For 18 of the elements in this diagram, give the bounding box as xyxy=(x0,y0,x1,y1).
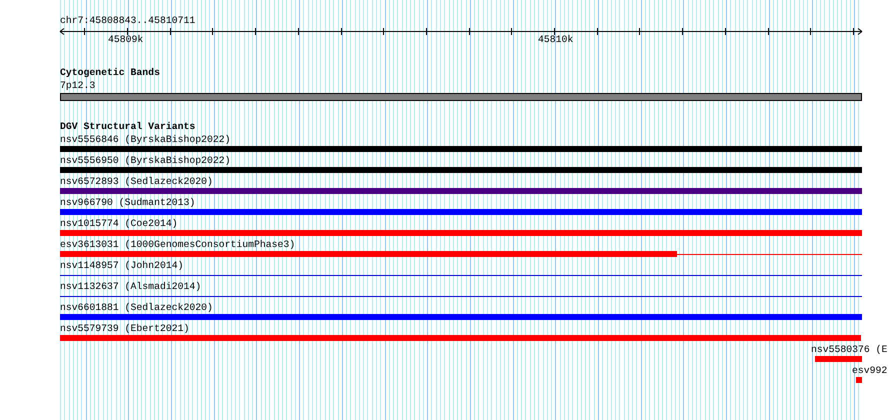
track-heading: DGV Structural Variants xyxy=(60,121,196,133)
axis-tick-label: 45810k xyxy=(538,34,574,46)
feature-label: esv992 xyxy=(852,365,888,377)
feature-label: esv3613031 (1000GenomesConsortiumPhase3) xyxy=(60,239,296,251)
feature-label: nsv5556846 (ByrskaBishop2022) xyxy=(60,134,230,146)
feature-label: nsv1015774 (Coe2014) xyxy=(60,218,178,230)
feature-label: nsv5579739 (Ebert2021) xyxy=(60,323,190,335)
axis-tick-label: 45809k xyxy=(108,34,144,46)
feature-label: nsv1132637 (Alsmadi2014) xyxy=(60,281,202,293)
coordinate-range: chr7:45808843..45810711 xyxy=(60,15,196,27)
band-label: 7p12.3 xyxy=(60,80,96,92)
feature-label: nsv1148957 (John2014) xyxy=(60,260,184,272)
feature-label: nsv6572893 (Sedlazeck2020) xyxy=(60,176,213,188)
feature-label: nsv966790 (Sudmant2013) xyxy=(60,197,196,209)
feature-label: nsv5556950 (ByrskaBishop2022) xyxy=(60,155,230,167)
feature-label: nsv5580376 (E xyxy=(811,344,888,356)
track-heading: Cytogenetic Bands xyxy=(60,67,160,79)
feature-label: nsv6601881 (Sedlazeck2020) xyxy=(60,302,213,314)
